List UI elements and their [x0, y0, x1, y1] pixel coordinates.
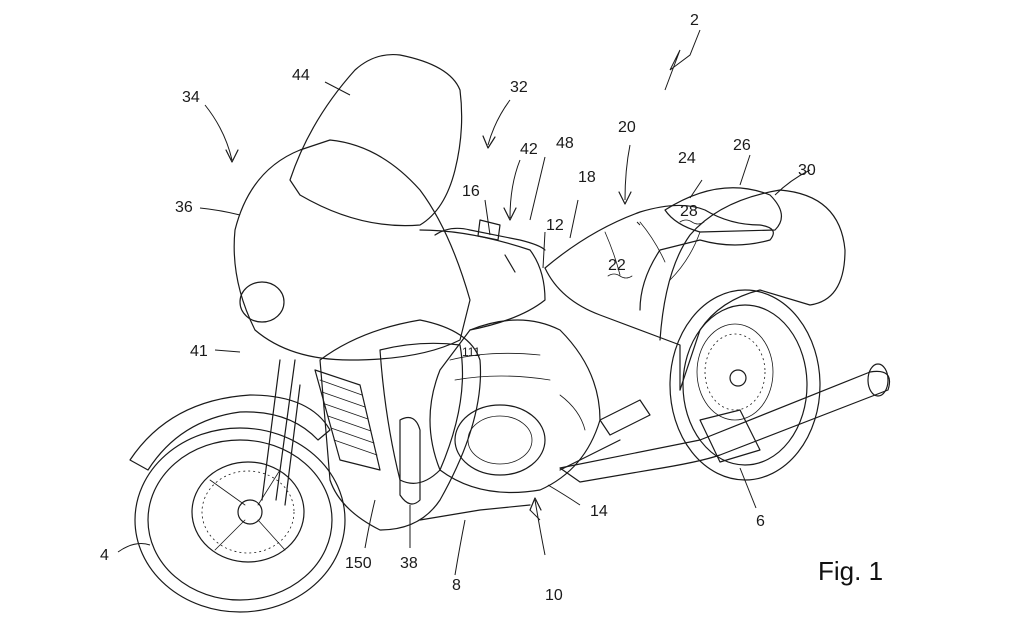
front-wheel: [134, 427, 346, 613]
ref-numeral-111: 111: [462, 345, 481, 359]
ref-numeral-20: 20: [618, 119, 636, 136]
ref-numeral-16: 16: [462, 183, 480, 200]
ref-numeral-28: 28: [680, 203, 698, 220]
view-arrows: [204, 99, 632, 556]
upper-fairing: [233, 139, 546, 361]
ref-numeral-10: 10: [545, 587, 563, 604]
ref-numeral-14: 14: [590, 503, 608, 520]
ref-numeral-38: 38: [400, 555, 418, 572]
ref-numeral-32: 32: [510, 79, 528, 96]
leader-lines: [117, 29, 811, 576]
footrest: [419, 399, 651, 521]
ref-numeral-30: 30: [798, 162, 816, 179]
windshield: [289, 53, 463, 227]
front-fender: [129, 394, 331, 471]
handlebar: [434, 219, 546, 273]
ref-numeral-150: 150: [345, 555, 372, 572]
exhaust-pipe: [559, 363, 891, 483]
underline-28: [679, 219, 705, 225]
ref-numeral-34: 34: [182, 89, 200, 106]
underline-22: [607, 273, 633, 279]
radiator: [314, 369, 381, 471]
ref-numeral-36: 36: [175, 199, 193, 216]
ref-numeral-44: 44: [292, 67, 310, 84]
front-fork: [261, 359, 301, 506]
ref-numeral-48: 48: [556, 135, 574, 152]
seat-and-tank: [544, 204, 774, 391]
ref-numeral-22: 22: [608, 257, 626, 274]
ref-numeral-2: 2: [690, 12, 699, 29]
rear-bodywork: [659, 187, 846, 391]
ref-numeral-26: 26: [733, 137, 751, 154]
engine: [429, 319, 601, 494]
ref-numeral-18: 18: [578, 169, 596, 186]
figure-label: Fig. 1: [818, 556, 883, 586]
rear-wheel: [669, 289, 821, 481]
ref-numeral-12: 12: [546, 217, 564, 234]
lower-fairing: [319, 319, 482, 531]
ref-numeral-8: 8: [452, 577, 461, 594]
ref-numeral-24: 24: [678, 150, 696, 167]
ref-numeral-41: 41: [190, 343, 208, 360]
ref-numeral-42: 42: [520, 141, 538, 158]
ref-numeral-4: 4: [100, 547, 109, 564]
ref-numeral-6: 6: [756, 513, 765, 530]
